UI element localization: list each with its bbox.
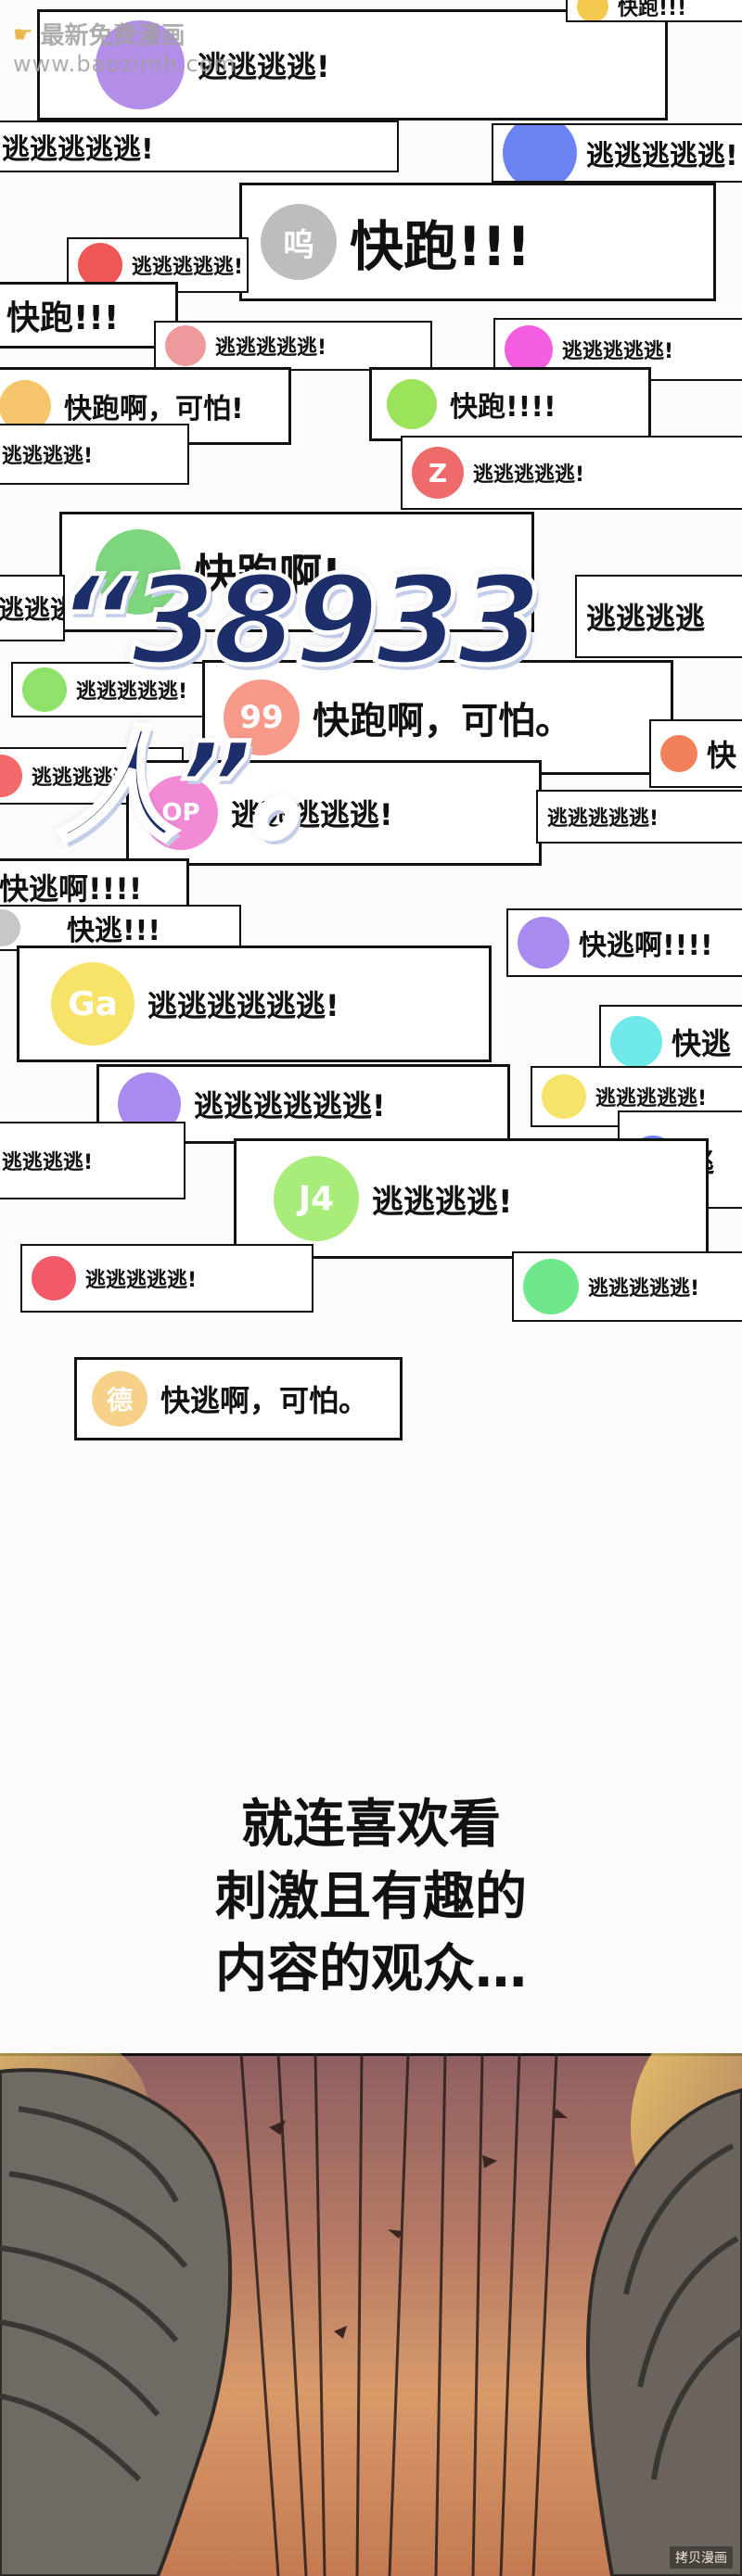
comment-text: 快跑!!!	[618, 0, 687, 20]
avatar	[660, 735, 697, 772]
avatar	[542, 1074, 586, 1119]
avatar	[577, 0, 608, 20]
comment-text: 逃逃逃逃	[586, 601, 706, 636]
comment-text: 逃逃逃逃逃!	[231, 797, 393, 832]
comment-bubble: 逃逃逃逃!	[0, 1122, 186, 1199]
comment-bubble: 逃逃逃逃逃!	[536, 790, 742, 844]
comment-bubble: 逃逃逃逃逃!	[0, 121, 399, 172]
comment-text: 逃逃逃逃!	[198, 49, 330, 84]
comment-bubble: 快	[649, 719, 742, 788]
avatar	[387, 379, 437, 429]
comment-text: 逃逃逃逃逃!	[32, 767, 144, 790]
battle-scene-illustration: 拷贝漫画	[0, 2053, 742, 2576]
avatar	[96, 529, 181, 615]
avatar	[0, 380, 51, 432]
comment-bubble: Ga 逃逃逃逃逃逃!	[17, 945, 492, 1062]
comment-bubble: 逃逃逃逃逃!	[154, 321, 432, 371]
avatar: Ga	[51, 962, 134, 1046]
avatar	[523, 1259, 579, 1314]
avatar: 呜	[261, 204, 337, 280]
narration-line: 就连喜欢看	[241, 1795, 501, 1855]
avatar	[32, 1256, 76, 1301]
comment-text: 快跑啊，可怕!	[64, 393, 244, 425]
scene-artwork	[0, 2053, 742, 2576]
pointing-hand-icon: ☛	[13, 20, 33, 47]
avatar	[610, 1016, 662, 1068]
comment-text: 逃逃逃逃逃!	[215, 336, 327, 360]
comment-bubble: 快跑!!!!	[369, 367, 651, 441]
avatar	[96, 20, 185, 109]
comment-text: 快逃	[672, 1026, 732, 1061]
avatar	[0, 909, 20, 946]
comment-bubble: 逃逃逃逃	[0, 575, 65, 641]
comment-text: 逃逃逃逃逃逃!	[147, 988, 339, 1023]
comment-bubble: 逃逃逃逃逃!	[20, 1244, 313, 1313]
avatar	[165, 325, 206, 366]
comment-bubble: 逃逃逃逃!	[0, 424, 189, 485]
site-watermark: ☛ 最新免费漫画 www.baozimh.com	[13, 17, 237, 82]
comment-text: 逃逃逃逃逃!	[586, 140, 738, 172]
comment-text: 逃逃逃逃逃!	[588, 1277, 700, 1301]
comment-bubble: J4 逃逃逃逃!	[234, 1138, 709, 1259]
comment-bubble: 快逃!!!	[0, 905, 241, 951]
avatar: J4	[274, 1156, 359, 1241]
comment-text: 逃逃逃逃!	[2, 445, 94, 468]
comment-text: 逃逃逃逃逃!	[562, 340, 674, 363]
viewer-count-title: “38933人”。	[54, 548, 544, 862]
comment-bubble: 快跑啊!	[59, 512, 534, 632]
comment-bubble: 快跑!!!	[566, 0, 742, 22]
comment-bubble: OP 逃逃逃逃逃!	[126, 760, 542, 866]
comment-text: 快	[707, 738, 737, 773]
comment-text: 逃逃逃逃逃逃!	[194, 1088, 386, 1123]
watermark-title: ☛ 最新免费漫画	[13, 17, 237, 51]
watermark-url: www.baozimh.com	[13, 51, 237, 77]
comment-bubble: 逃逃逃逃!	[37, 9, 668, 121]
narration-text: 就连喜欢看 刺激且有趣的 内容的观众…	[0, 1789, 742, 2006]
comment-text: 快跑啊，可怕。	[313, 700, 572, 742]
publisher-credit: 拷贝漫画	[670, 2546, 733, 2569]
avatar	[0, 755, 22, 797]
comment-text: 快跑!!!!	[450, 391, 556, 424]
comment-text: 快逃啊!!!!	[0, 871, 143, 907]
comment-bubble: 逃逃逃逃逃!	[11, 662, 224, 717]
comment-text: 快跑啊!	[194, 550, 341, 600]
comment-text: 逃逃逃逃逃!	[76, 680, 188, 704]
comment-text: 逃逃逃逃逃!	[547, 807, 659, 831]
comment-bubble: 逃逃逃逃逃!	[512, 1251, 742, 1322]
avatar	[22, 667, 67, 712]
avatar	[518, 917, 569, 969]
avatar: 99	[224, 679, 300, 755]
comment-bubble: 德 快逃啊，可怕。	[74, 1357, 403, 1440]
comment-bubble: Z 逃逃逃逃逃!	[401, 436, 742, 510]
comment-text: 逃逃逃逃逃!	[85, 1269, 198, 1292]
avatar	[505, 325, 553, 374]
comment-bubble: 逃逃逃逃逃!	[492, 123, 742, 183]
comment-text: 逃逃逃逃逃!	[132, 256, 244, 279]
comment-text: 逃逃逃逃!	[2, 1151, 94, 1174]
narration-line: 刺激且有趣的	[215, 1867, 527, 1927]
comment-text: 逃逃逃逃	[0, 594, 63, 625]
avatar: OP	[144, 776, 218, 850]
comment-text: 快逃啊，可怕。	[160, 1383, 369, 1418]
comment-text: 逃逃逃逃逃!	[473, 463, 585, 487]
comment-bubble: 呜 快跑!!!	[239, 183, 716, 301]
comment-text: 逃逃逃逃逃!	[2, 133, 154, 166]
watermark-title-text: 最新免费漫画	[40, 22, 186, 50]
avatar	[503, 125, 577, 181]
comment-text: 快逃啊!!!!	[579, 930, 713, 962]
comment-text: 逃逃逃逃!	[372, 1183, 513, 1221]
comment-text: 逃逃逃逃逃!	[595, 1087, 708, 1110]
comment-bubble: 逃逃逃逃	[575, 575, 742, 658]
comment-bubble: 快跑!!!	[0, 282, 178, 349]
avatar: Z	[412, 447, 464, 499]
comment-text: 快跑!!!	[350, 215, 531, 278]
comment-bubble: 逃逃逃逃逃!	[0, 747, 184, 805]
comment-text: 快逃!!!	[67, 915, 161, 947]
comment-text: 快跑!!!	[6, 299, 120, 337]
narration-line: 内容的观众…	[215, 1939, 527, 1999]
avatar: 德	[92, 1371, 147, 1427]
avatar	[78, 243, 122, 287]
comment-bubble: 快逃啊!!!!	[506, 908, 742, 977]
